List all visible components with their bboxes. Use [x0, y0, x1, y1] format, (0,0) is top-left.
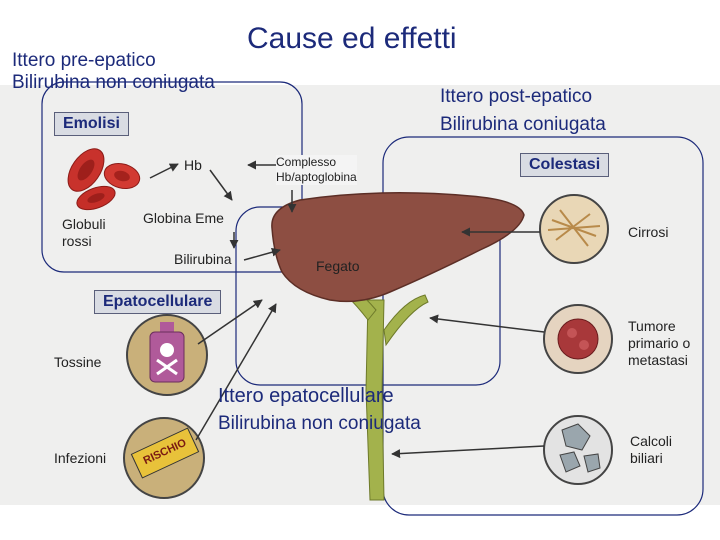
tumor-image [543, 304, 613, 374]
colestasi-box: Colestasi [520, 153, 610, 177]
calcoli-line-1: Calcoli [630, 433, 673, 449]
tumore-line-1: Tumore [628, 318, 676, 334]
pre-hepatic-subtitle: Bilirubina non coniugata [12, 72, 215, 93]
cirrosi-label: Cirrosi [628, 224, 669, 240]
bile-duct [365, 299, 385, 501]
epatocellulare-box: Epatocellulare [94, 290, 222, 314]
emolisi-box: Emolisi [54, 112, 129, 136]
post-hepatic-title: Ittero post-epatico [440, 86, 593, 107]
hepatocellular-title: Ittero epatocellulare [218, 385, 394, 407]
cirrhosis-image [539, 194, 609, 264]
liver-shape [271, 192, 525, 303]
infezioni-label: Infezioni [54, 450, 107, 466]
complesso-line-1: Complesso [276, 155, 337, 169]
tumore-line-2: primario o [628, 335, 691, 351]
arrows [149, 160, 545, 459]
complesso-line-2: Hb/aptoglobina [276, 170, 357, 184]
calcoli-line-2: biliari [630, 450, 663, 466]
post-hepatic-subtitle: Bilirubina coniugata [440, 114, 606, 135]
tossine-label: Tossine [54, 354, 102, 370]
hepatocellular-subtitle: Bilirubina non coniugata [218, 413, 421, 434]
risk-sign-image [123, 417, 205, 499]
pre-hepatic-header: Ittero pre-epatico Bilirubina non coniug… [12, 50, 215, 94]
globina-eme-label: Globina Eme [143, 210, 224, 226]
pre-hepatic-title: Ittero pre-epatico [12, 50, 156, 71]
tumore-label: Tumore primario o metastasi [628, 318, 690, 369]
complesso-label: Complesso Hb/aptoglobina [276, 155, 357, 185]
calcoli-label: Calcoli biliari [630, 433, 672, 467]
globuli-label: Globuli rossi [62, 216, 106, 250]
tumore-line-3: metastasi [628, 352, 688, 368]
red-blood-cells-image [67, 148, 141, 211]
hepatocellular-header: Ittero epatocellulare Bilirubina non con… [218, 385, 421, 435]
bilirubina-label: Bilirubina [174, 251, 232, 267]
fegato-label: Fegato [316, 258, 360, 274]
globuli-line-1: Globuli [62, 216, 106, 232]
poison-bottle-image [126, 314, 208, 396]
gallbladder [383, 294, 429, 347]
gallstones-image [543, 415, 613, 485]
globuli-line-2: rossi [62, 233, 92, 249]
hb-label: Hb [184, 157, 202, 173]
post-hepatic-header: Ittero post-epatico Bilirubina coniugata [440, 86, 606, 136]
page-title: Cause ed effetti [247, 22, 457, 55]
